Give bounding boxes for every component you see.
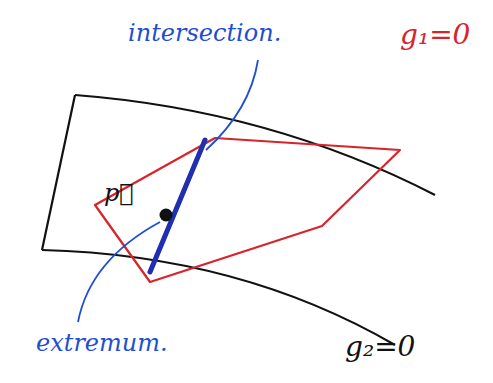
surface-label: g₁=0 [400, 20, 470, 51]
callout-label: intersection. [128, 20, 281, 46]
point-label: p⃗ [104, 180, 134, 206]
leader-line [78, 222, 160, 322]
plane-outline [95, 138, 400, 282]
intersection-curve [150, 140, 205, 272]
surface-edge [42, 95, 75, 250]
leader-line [206, 60, 258, 150]
extremum-point [160, 209, 173, 222]
callout-label: extremum. [36, 330, 168, 356]
surface-label: g₂=0 [345, 332, 415, 363]
